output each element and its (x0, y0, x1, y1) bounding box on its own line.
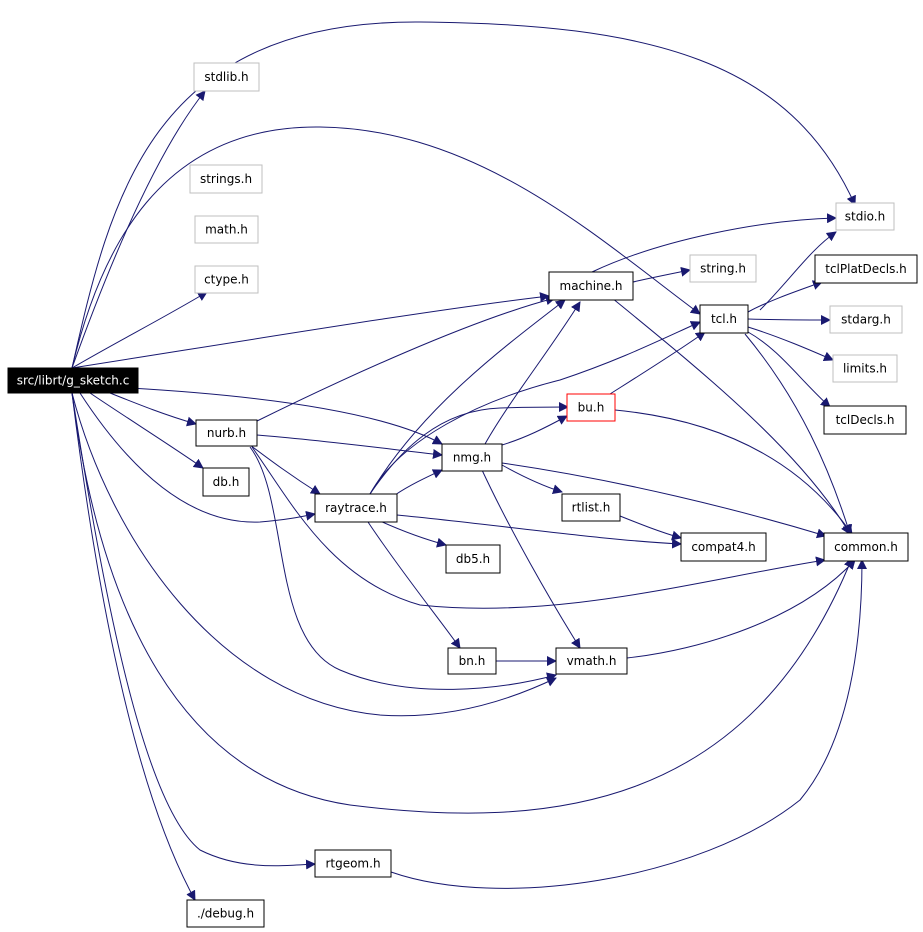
edge-g_sketch-nmg (129, 387, 443, 445)
edge-vmath-common (626, 559, 856, 659)
node-label: limits.h (843, 362, 887, 376)
edge-g_sketch-machine (71, 292, 550, 369)
node-math-h[interactable]: math.h (194, 215, 259, 244)
node-string-h[interactable]: string.h (689, 254, 757, 283)
node-label: string.h (700, 262, 746, 276)
node-label: ./debug.h (197, 907, 254, 921)
node-label: compat4.h (691, 540, 755, 554)
edge-machine-common (611, 297, 851, 535)
edge-nurb-machine (254, 295, 556, 423)
edge-rtlist-compat4 (619, 515, 682, 541)
node-label: common.h (834, 540, 898, 554)
node-label: tclDecls.h (836, 413, 895, 427)
node-label: tclPlatDecls.h (825, 262, 907, 276)
node-machine-h[interactable]: machine.h (548, 271, 634, 301)
node-g-sketch-c[interactable]: src/librt/g_sketch.c (7, 367, 139, 394)
node-rtgeom-h[interactable]: rtgeom.h (314, 849, 392, 878)
node-label: src/librt/g_sketch.c (17, 374, 130, 388)
node-db5-h[interactable]: db5.h (445, 544, 501, 574)
node-label: machine.h (560, 279, 623, 293)
node-db-h[interactable]: db.h (202, 467, 250, 497)
node-rtlist-h[interactable]: rtlist.h (561, 493, 621, 522)
node-label: math.h (205, 223, 248, 237)
node-stdlib-h[interactable]: stdlib.h (193, 62, 260, 92)
node-nmg-h[interactable]: nmg.h (441, 443, 503, 472)
node-tcl-h[interactable]: tcl.h (699, 304, 749, 334)
edge-raytrace-compat4 (396, 514, 682, 549)
node-stdarg-h[interactable]: stdarg.h (829, 305, 903, 334)
node-nurb-h[interactable]: nurb.h (195, 419, 258, 447)
node-limits-h[interactable]: limits.h (832, 354, 898, 383)
edge-raytrace-nmg (394, 469, 443, 496)
edge-machine-stdio (591, 213, 837, 273)
edge-g_sketch-common (71, 392, 854, 814)
node-label: bn.h (459, 654, 486, 668)
edge-bu-tcl (609, 331, 706, 395)
node-label: raytrace.h (325, 501, 387, 515)
edge-g_sketch-nurb (109, 392, 197, 427)
edge-g_sketch-stdlib (71, 90, 206, 369)
edge-raytrace-tcl (369, 321, 701, 495)
node-label: nurb.h (207, 426, 246, 440)
node-compat4-h[interactable]: compat4.h (680, 532, 767, 562)
edge-nmg-vmath (481, 469, 581, 649)
edge-g_sketch-stdio (71, 21, 856, 369)
node-tclplatdecls-h[interactable]: tclPlatDecls.h (814, 254, 918, 284)
edge-g_sketch-rtgeom (71, 392, 316, 870)
edge-tcl-stdio (759, 231, 837, 311)
edge-raytrace-db5 (379, 520, 447, 548)
edge-bu-common (614, 409, 853, 535)
node-label: db.h (213, 475, 240, 489)
nodes: src/librt/g_sketch.c stdlib.h strings.h … (7, 62, 918, 928)
node-label: rtlist.h (572, 501, 611, 515)
edge-g_sketch-tcl (71, 126, 701, 369)
edge-raytrace-bu (369, 402, 569, 495)
edge-nurb-raytrace (249, 444, 321, 495)
edge-raytrace-machine (369, 299, 566, 495)
node-tcldecls-h[interactable]: tclDecls.h (823, 405, 907, 435)
edge-g_sketch-debug (71, 392, 196, 901)
node-label: stdio.h (845, 210, 885, 224)
node-ctype-h[interactable]: ctype.h (194, 265, 259, 294)
edge-g_sketch-vmath (71, 392, 557, 717)
edge-g_sketch-raytrace (79, 392, 316, 523)
edges (71, 21, 867, 901)
node-label: rtgeom.h (325, 857, 380, 871)
node-label: bu.h (578, 401, 605, 415)
edge-rtgeom-common (390, 559, 867, 889)
node-strings-h[interactable]: strings.h (189, 164, 263, 194)
node-label: stdlib.h (204, 70, 248, 84)
node-label: tcl.h (711, 312, 737, 326)
edge-tcl-limits (747, 326, 834, 361)
edge-raytrace-bn (367, 521, 461, 649)
node-label: db5.h (456, 552, 490, 566)
node-vmath-h[interactable]: vmath.h (555, 647, 628, 675)
node-label: ctype.h (204, 273, 249, 287)
node-stdio-h[interactable]: stdio.h (835, 202, 895, 231)
edge-nmg-rtlist (501, 464, 563, 495)
node-raytrace-h[interactable]: raytrace.h (314, 493, 398, 523)
edge-nurb-common (251, 446, 826, 609)
node-label: strings.h (200, 172, 252, 186)
node-label: stdarg.h (841, 313, 891, 327)
node-bn-h[interactable]: bn.h (447, 647, 497, 675)
edge-nurb-vmath (249, 446, 557, 690)
edge-tcl-stdarg (747, 314, 831, 325)
edge-machine-string (632, 266, 691, 283)
edge-g_sketch-ctype (71, 291, 208, 369)
node-label: nmg.h (453, 451, 491, 465)
node-bu-h[interactable]: bu.h (566, 393, 616, 422)
edge-nmg-machine (484, 301, 581, 445)
node-label: vmath.h (567, 654, 617, 668)
node-common-h[interactable]: common.h (823, 532, 909, 562)
edge-tcl-tclDecls (747, 331, 831, 408)
edge-tcl-tclPlatDecls (747, 280, 823, 313)
edge-nmg-common (501, 462, 827, 539)
edge-tcl-common (744, 333, 853, 535)
edge-g_sketch-db (89, 392, 204, 469)
edge-nurb-nmg (256, 434, 443, 459)
node-debug-h[interactable]: ./debug.h (186, 899, 265, 928)
edge-nmg-bu (501, 415, 568, 446)
